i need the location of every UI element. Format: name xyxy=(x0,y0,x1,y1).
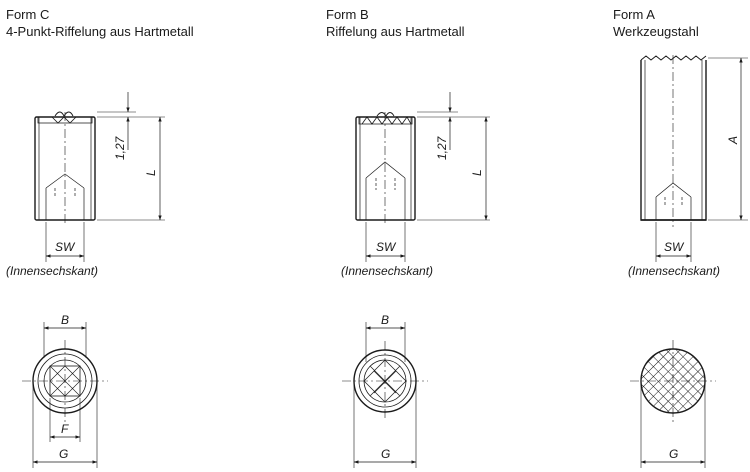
form-b-tip-knurl xyxy=(361,116,412,125)
form-c-b-label: B xyxy=(61,313,69,327)
form-a-length-label: A xyxy=(726,136,740,145)
form-a-g-label: G xyxy=(669,447,678,461)
form-b-b-label: B xyxy=(381,313,389,327)
form-a-header: Form A Werkzeugstahl xyxy=(613,6,699,40)
form-a-end-view xyxy=(630,340,716,468)
form-c-side-view xyxy=(34,92,165,262)
form-c-subtitle: 4-Punkt-Riffelung aus Hartmetall xyxy=(6,24,194,39)
form-b-sw-label: SW xyxy=(376,240,397,254)
form-c-g-label: G xyxy=(59,447,68,461)
form-a-subtitle: Werkzeugstahl xyxy=(613,24,699,39)
form-b-g-label: G xyxy=(381,447,390,461)
form-a-caption: (Innensechskant) xyxy=(628,264,720,278)
form-a-title: Form A xyxy=(613,7,655,22)
form-b-subtitle: Riffelung aus Hartmetall xyxy=(326,24,465,39)
form-c-sw-label: SW xyxy=(55,240,76,254)
form-c-length-label: L xyxy=(144,169,158,176)
form-b-length-label: L xyxy=(470,169,484,176)
form-a-top-knurl xyxy=(640,55,707,61)
form-a-sw-label: SW xyxy=(664,240,685,254)
form-b-pitch-label: 1,27 xyxy=(435,135,449,160)
form-b-end-view xyxy=(342,322,428,468)
form-b-title: Form B xyxy=(326,7,369,22)
form-c-title: Form C xyxy=(6,7,50,22)
form-c-caption: (Innensechskant) xyxy=(6,264,98,278)
form-b-body-outline xyxy=(355,116,416,221)
form-b-caption: (Innensechskant) xyxy=(341,264,433,278)
form-c-f-label: F xyxy=(61,422,69,436)
form-b-header: Form B Riffelung aus Hartmetall xyxy=(326,6,465,40)
form-c-header: Form C 4-Punkt-Riffelung aus Hartmetall xyxy=(6,6,194,40)
form-c-hex-socket xyxy=(45,173,85,189)
form-c-pitch-label: 1,27 xyxy=(113,135,127,160)
form-a-side-view xyxy=(640,55,748,262)
form-c-end-view xyxy=(22,322,108,468)
form-c-tip-knurl xyxy=(51,116,77,124)
form-a-body-outline xyxy=(640,60,707,221)
form-a-hex-socket xyxy=(655,182,692,198)
form-b-hex-socket xyxy=(365,161,406,179)
form-b-side-view xyxy=(355,92,490,262)
